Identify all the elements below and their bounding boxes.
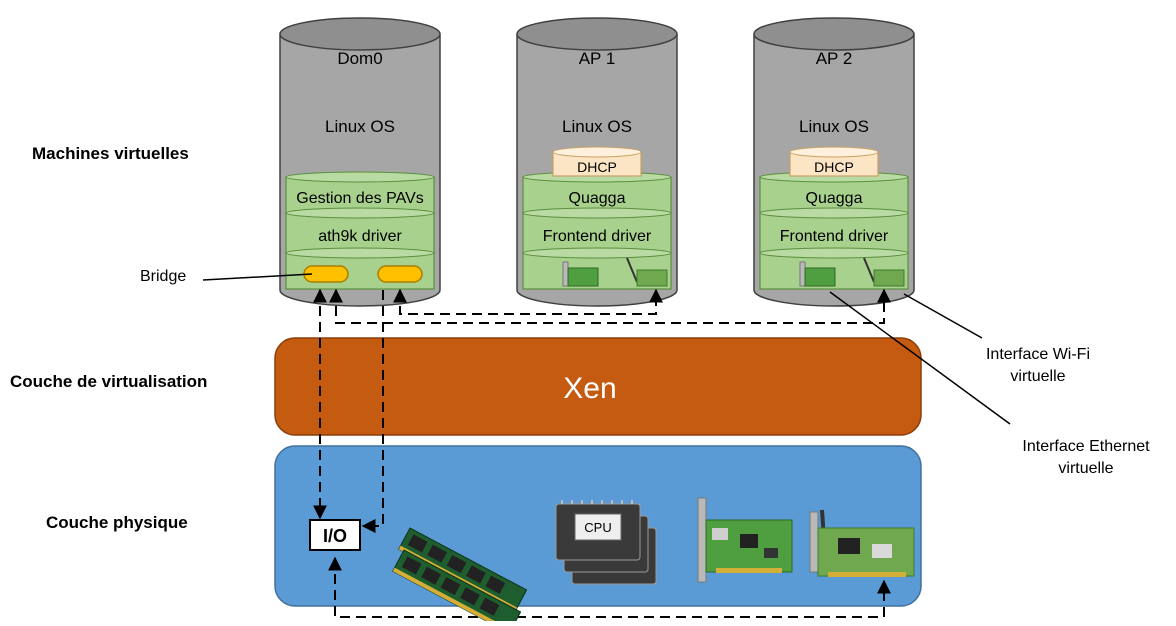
vm-name: AP 1 <box>579 49 616 68</box>
wifi-callout-line <box>903 293 983 339</box>
vm-layer <box>759 212 909 254</box>
bridge-label: Bridge <box>140 268 187 285</box>
wifi-interface-label: Interface Wi-Fi virtuelle <box>970 344 1106 388</box>
vm-layer-label: Quagga <box>569 190 626 207</box>
cylinder-top <box>279 17 441 51</box>
virtual-ethernet-icon <box>799 261 836 287</box>
io-wifi-card-link <box>328 556 891 618</box>
xen-layer <box>274 337 922 436</box>
cylinder-top <box>516 17 678 51</box>
dhcp-label: DHCP <box>577 159 617 175</box>
vm-layer-label: ath9k driver <box>318 228 402 245</box>
wifi-card-icon <box>809 509 915 577</box>
vm-layer-label: Machines virtuelles <box>32 144 189 163</box>
ethernet-card-icon <box>697 497 793 583</box>
dom0-port2-io-link <box>361 290 384 533</box>
dhcp-label: DHCP <box>814 159 854 175</box>
vm-layer-label: Gestion des PAVs <box>296 190 423 207</box>
io-box <box>309 519 361 551</box>
vm-layer-label: Quagga <box>806 190 863 207</box>
vm-layer <box>522 212 672 254</box>
virtual-ethernet-icon <box>562 261 599 287</box>
vm-interconnect-link <box>329 288 891 324</box>
physical-layer-label: Couche physique <box>46 513 188 532</box>
vm-layer-label: Frontend driver <box>780 228 889 245</box>
io-label: I/O <box>323 526 347 546</box>
ethernet-interface-label-line2: virtuelle <box>1058 460 1114 477</box>
bridge-callout-line <box>202 273 313 281</box>
vm-name: Dom0 <box>337 49 382 68</box>
cpu-icon: CPU <box>555 500 657 585</box>
ethernet-interface-label-line1: Interface Ethernet <box>1022 438 1150 455</box>
ram-icon <box>392 527 528 626</box>
vm-os-label: Linux OS <box>325 117 395 136</box>
vm-layer <box>285 212 435 254</box>
wifi-interface-label-line1: Interface Wi-Fi <box>985 346 1090 363</box>
ethernet-interface-label: Interface Ethernet virtuelle <box>998 436 1174 480</box>
cpu-label: CPU <box>584 520 611 535</box>
vm-layer-label: Frontend driver <box>543 228 652 245</box>
bridge-port <box>377 265 423 283</box>
vm-layer <box>522 176 672 214</box>
virtualization-layer-label: Couche de virtualisation <box>10 372 208 391</box>
vm-layer <box>759 176 909 214</box>
vm-os-label: Linux OS <box>562 117 632 136</box>
cylinder-top <box>753 17 915 51</box>
xen-label: Xen <box>563 372 616 405</box>
eth-callout-line <box>829 291 1011 425</box>
virtual-wifi-icon <box>626 257 668 287</box>
wifi-interface-label-line2: virtuelle <box>1010 368 1066 385</box>
connection-lines <box>313 288 891 618</box>
vm-name: AP 2 <box>816 49 853 68</box>
ap1-bridge-link <box>393 288 663 315</box>
vm-os-label: Linux OS <box>799 117 869 136</box>
virtual-wifi-icon <box>863 257 905 287</box>
